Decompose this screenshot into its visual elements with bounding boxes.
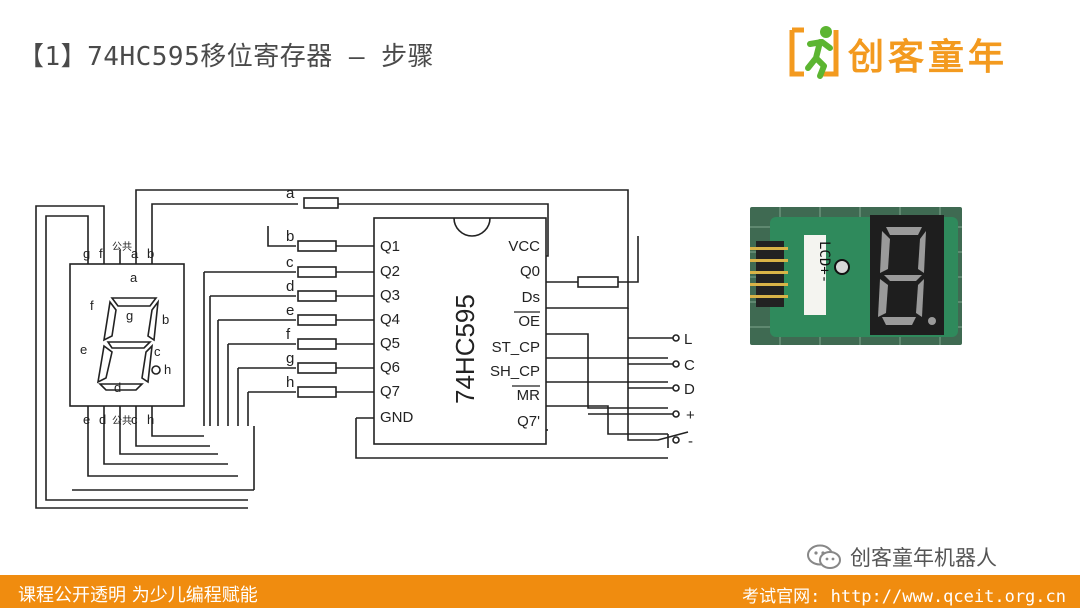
resistor-f <box>297 338 337 350</box>
chip-pin-label: Q5 <box>380 335 400 352</box>
circuit-diagram: a b c d e f g h g f 公共 a b e d 公共 c h a … <box>35 185 695 509</box>
footer-bar: 课程公开透明 为少儿编程赋能 考试官网: http://www.qceit.or… <box>0 575 1080 608</box>
terminal-label: C <box>684 357 695 374</box>
display-pin-label: f <box>99 246 103 261</box>
chip-pin-label: ST_CP <box>492 339 540 356</box>
wechat-icon <box>807 544 841 569</box>
chip-pin-label: Q7' <box>517 413 540 430</box>
chip-pin-label: SH_CP <box>490 363 540 380</box>
display-pin-label: b <box>147 246 154 261</box>
wechat-account-name: 创客童年机器人 <box>850 546 997 570</box>
segment-label: h <box>164 362 171 377</box>
brand-name: 创客童年 <box>848 37 1009 78</box>
resistor-q0 <box>577 276 619 288</box>
resistor-label: a <box>286 185 295 202</box>
chip-pin-label: Q7 <box>380 383 400 400</box>
resistor-label: h <box>286 374 294 391</box>
segment-label: g <box>126 308 133 323</box>
segment-label: c <box>154 344 161 359</box>
resistor-d <box>297 290 337 302</box>
resistor-a <box>303 197 339 209</box>
resistor-label: g <box>286 350 294 367</box>
display-pin-label: d <box>99 412 106 427</box>
chip-pin-label: Q6 <box>380 359 400 376</box>
chip-pin-label: Q4 <box>380 311 400 328</box>
page-title: 【1】74HC595移位寄存器 – 步骤 <box>18 42 435 72</box>
segment-label: e <box>80 342 87 357</box>
module-photo: LCD+- <box>750 207 962 345</box>
segment-label: b <box>162 312 169 327</box>
chip-pin-label: VCC <box>508 238 540 255</box>
segment-label: a <box>130 270 138 285</box>
display-pin-label: c <box>131 412 138 427</box>
segment-b <box>147 299 160 342</box>
footer-slogan: 课程公开透明 为少儿编程赋能 <box>18 585 258 606</box>
chip-pin-label: Q1 <box>380 238 400 255</box>
chip-name: 74HC595 <box>450 294 480 404</box>
display-pin-label: g <box>83 246 90 261</box>
resistor-label: d <box>286 278 294 295</box>
chip-pin-label: Q0 <box>520 263 540 280</box>
terminal-label: D <box>684 381 695 398</box>
display-pin-label: 公共 <box>112 415 132 427</box>
resistor-label: f <box>286 326 291 343</box>
footer-website-link[interactable]: 考试官网: http://www.qceit.org.cn <box>742 587 1066 607</box>
segment-label: d <box>114 380 121 395</box>
segment-c <box>141 343 154 384</box>
module-silk-label: LCD+- <box>816 241 832 283</box>
display-pin-label: a <box>131 246 139 261</box>
resistor-h <box>297 386 337 398</box>
chip-pin-label: GND <box>380 409 414 426</box>
terminal-label: + <box>686 407 695 424</box>
segment-a <box>110 297 158 307</box>
seven-segment-display-outline <box>69 263 185 407</box>
segment-h <box>151 365 161 375</box>
resistor-c <box>297 266 337 278</box>
resistor-g <box>297 362 337 374</box>
wechat-watermark: 创客童年机器人 <box>806 542 997 572</box>
chip-pin-label: Q2 <box>380 263 400 280</box>
resistor-e <box>297 314 337 326</box>
brand-logo: 创客童年 <box>786 22 1066 82</box>
resistor-label: e <box>286 302 294 319</box>
chip-pin-label: Q3 <box>380 287 400 304</box>
display-pin-label: e <box>83 412 90 427</box>
running-child-logo-icon <box>789 26 839 79</box>
chip-body <box>373 217 547 445</box>
segment-d <box>98 383 144 391</box>
display-pin-label: 公共 <box>112 241 132 253</box>
resistor-label: b <box>286 228 294 245</box>
resistor-b <box>297 240 337 252</box>
segment-label: f <box>90 298 94 313</box>
chip-pin-label: MR <box>517 387 540 404</box>
terminal-label: - <box>688 433 693 450</box>
segment-e <box>96 344 113 384</box>
chip-pin-label: OE <box>518 313 540 330</box>
segment-f <box>102 300 117 342</box>
segment-g <box>106 341 152 349</box>
display-pin-label: h <box>147 412 154 427</box>
resistor-label: c <box>286 254 294 271</box>
chip-pin-label: Ds <box>522 289 540 306</box>
terminal-label: L <box>684 331 692 348</box>
